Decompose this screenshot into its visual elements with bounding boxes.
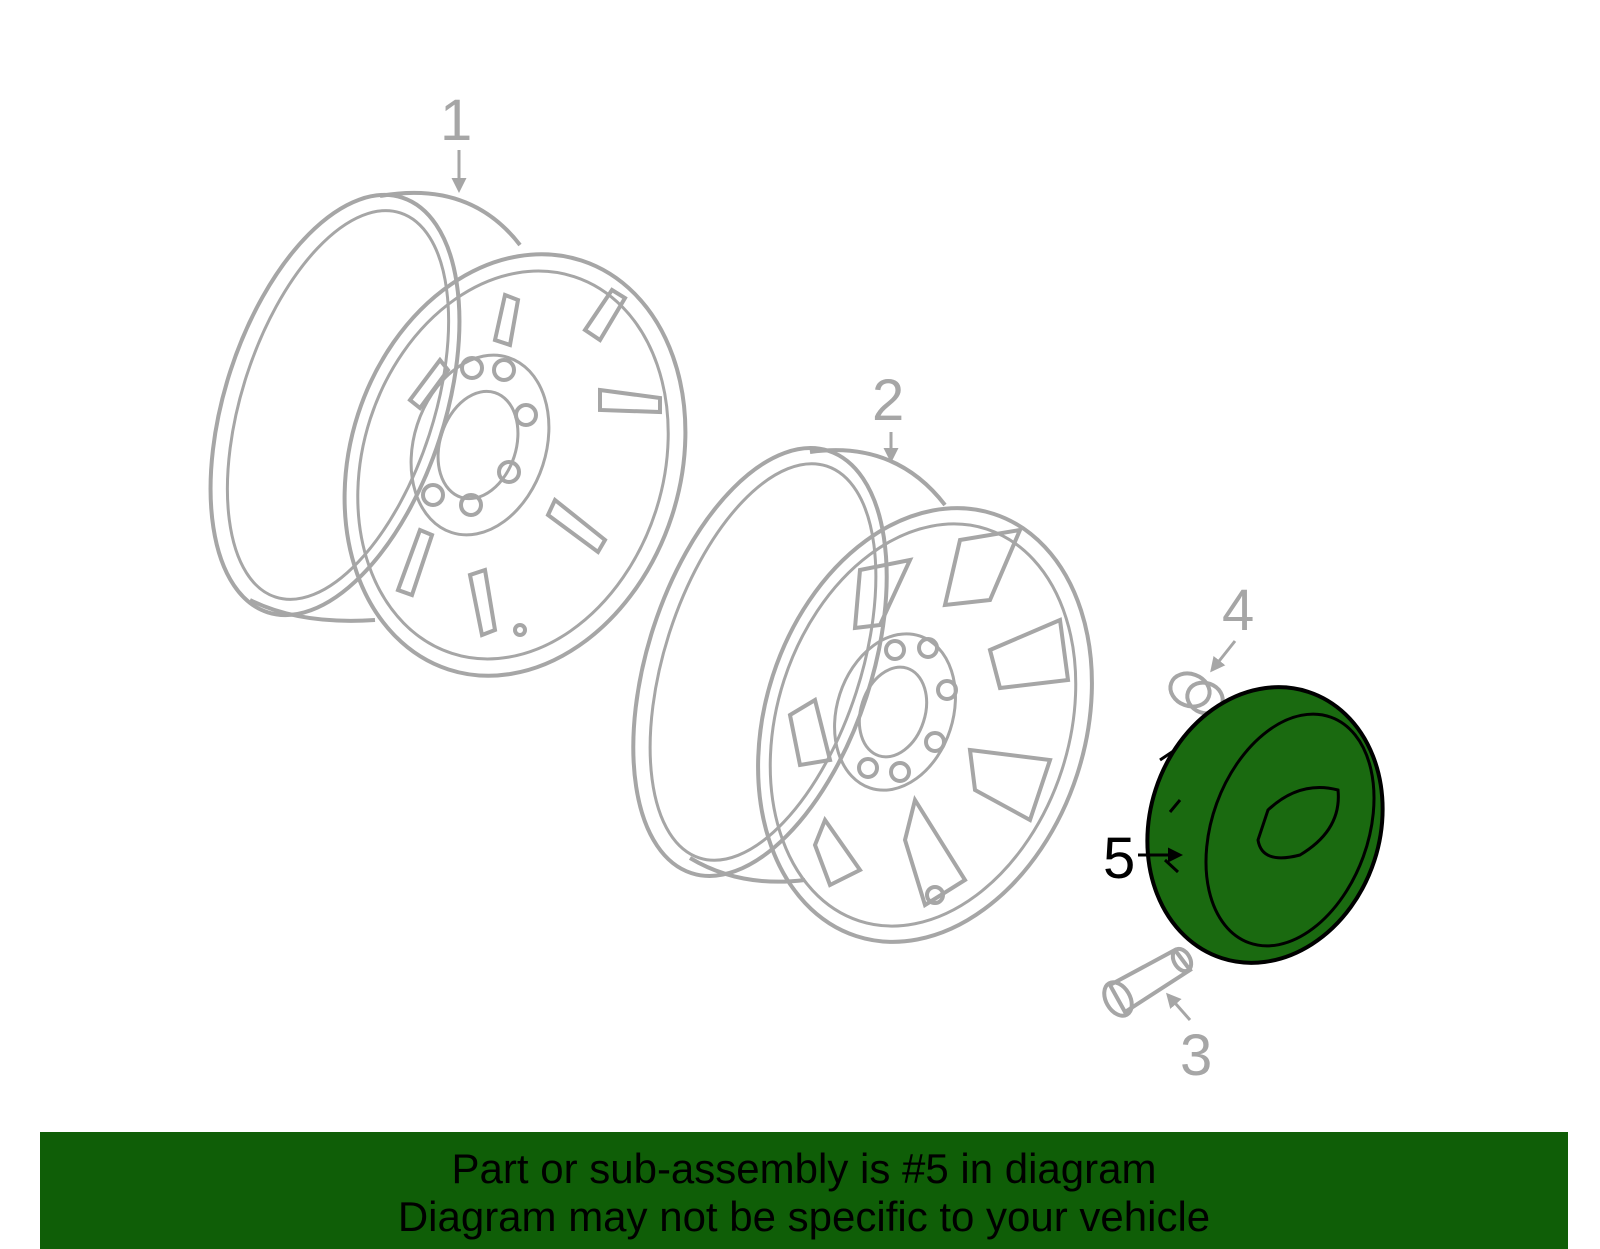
- part-3-valve-stem: [1102, 946, 1194, 1018]
- wheel-2: [631, 446, 1094, 944]
- callout-2: 2: [872, 368, 904, 433]
- callout-1: 1: [440, 88, 472, 153]
- callout-3: 3: [1180, 1023, 1212, 1088]
- wheel-1: [208, 190, 688, 678]
- callout-4: 4: [1222, 578, 1254, 643]
- banner-line-1: Part or sub-assembly is #5 in diagram: [451, 1145, 1157, 1192]
- part-5-center-cap-highlighted: [1145, 685, 1385, 965]
- info-banner: Part or sub-assembly is #5 in diagram Di…: [40, 1132, 1568, 1249]
- callout-5: 5: [1103, 826, 1135, 891]
- callout-leaders: [451, 150, 1237, 1021]
- banner-line-2: Diagram may not be specific to your vehi…: [397, 1193, 1211, 1240]
